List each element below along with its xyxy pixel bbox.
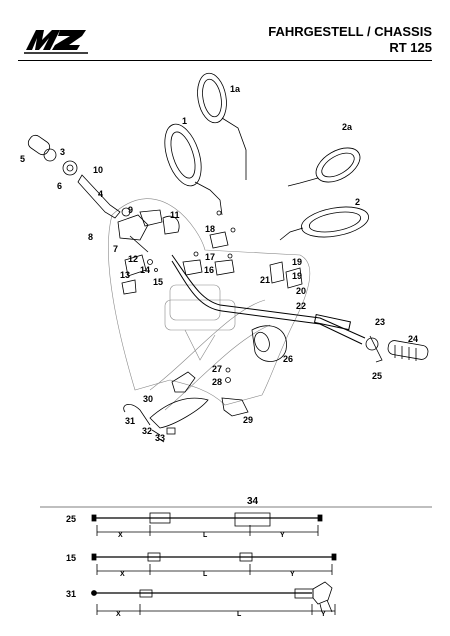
callout-27: 27 [212,364,222,374]
cable-31-x: X [116,611,121,618]
callout-3: 3 [60,147,65,157]
cable-25-l: L [203,532,208,539]
cable-31-y: Y [321,611,326,618]
callout-24: 24 [408,334,418,344]
cable-row-31 [91,581,336,615]
header-rule [18,60,432,61]
cable-id-15: 15 [66,553,76,563]
callout-23: 23 [375,317,385,327]
callout-9: 9 [128,205,133,215]
cable-25-y: Y [280,532,285,539]
mirror-1a [197,72,247,180]
callout-25: 25 [372,371,382,381]
callout-6: 6 [57,181,62,191]
callout-19b: 19 [292,271,302,281]
cable-31-l: L [237,611,242,618]
callout-14: 14 [140,265,150,275]
brake-lever-assembly [123,367,249,443]
callout-19a: 19 [292,257,302,267]
callout-11: 11 [170,210,180,220]
callout-33: 33 [155,433,165,443]
right-grip-assembly [251,325,429,363]
mz-logo: MZ [24,30,88,54]
callout-22: 22 [296,301,306,311]
callout-1a: 1a [230,84,241,94]
callout-18: 18 [205,224,215,234]
cable-15-l: L [203,571,208,578]
callout-labels: 1a 1 2a 2 3 4 5 6 7 8 9 10 11 12 13 14 1… [20,84,418,443]
handlebar-clamps [182,210,303,289]
cable-15-x: X [120,571,125,578]
callout-28: 28 [212,377,222,387]
callout-16: 16 [204,265,214,275]
callout-21: 21 [260,275,270,285]
cable-id-31: 31 [66,589,76,599]
handlebar [171,254,366,345]
callout-12: 12 [128,254,138,264]
cable-id-25: 25 [66,514,76,524]
callout-5: 5 [20,154,25,164]
callout-1: 1 [182,116,187,126]
callout-30: 30 [143,394,153,404]
callout-10: 10 [93,165,103,175]
left-lever-assembly [117,209,180,295]
cable-labels: 34 25 X L Y 15 X L Y 31 X L Y [66,496,326,618]
callout-26: 26 [283,354,293,364]
callout-7: 7 [113,244,118,254]
mirror-2a [287,147,361,187]
callout-29: 29 [243,415,253,425]
page-title: FAHRGESTELL / CHASSIS RT 125 [268,24,432,56]
callout-2a: 2a [342,122,353,132]
mirror-2 [279,206,369,241]
callout-17: 17 [205,252,215,262]
callout-2: 2 [355,197,360,207]
callout-8: 8 [88,232,93,242]
cable-group-label: 34 [247,496,259,507]
cable-section [40,506,432,615]
title-line-1: FAHRGESTELL / CHASSIS [268,24,432,39]
cable-15-y: Y [290,571,295,578]
title-line-2: RT 125 [389,40,432,55]
callout-15: 15 [153,277,163,287]
callout-20: 20 [296,286,306,296]
cable-25-x: X [118,532,123,539]
callout-32: 32 [142,426,152,436]
left-grip-assembly [27,134,131,219]
callout-31: 31 [125,416,135,426]
cable-row-25 [91,512,323,536]
callout-4: 4 [98,189,103,199]
callout-13: 13 [120,270,130,280]
mirror-1 [164,123,223,216]
cable-row-15 [91,552,337,575]
